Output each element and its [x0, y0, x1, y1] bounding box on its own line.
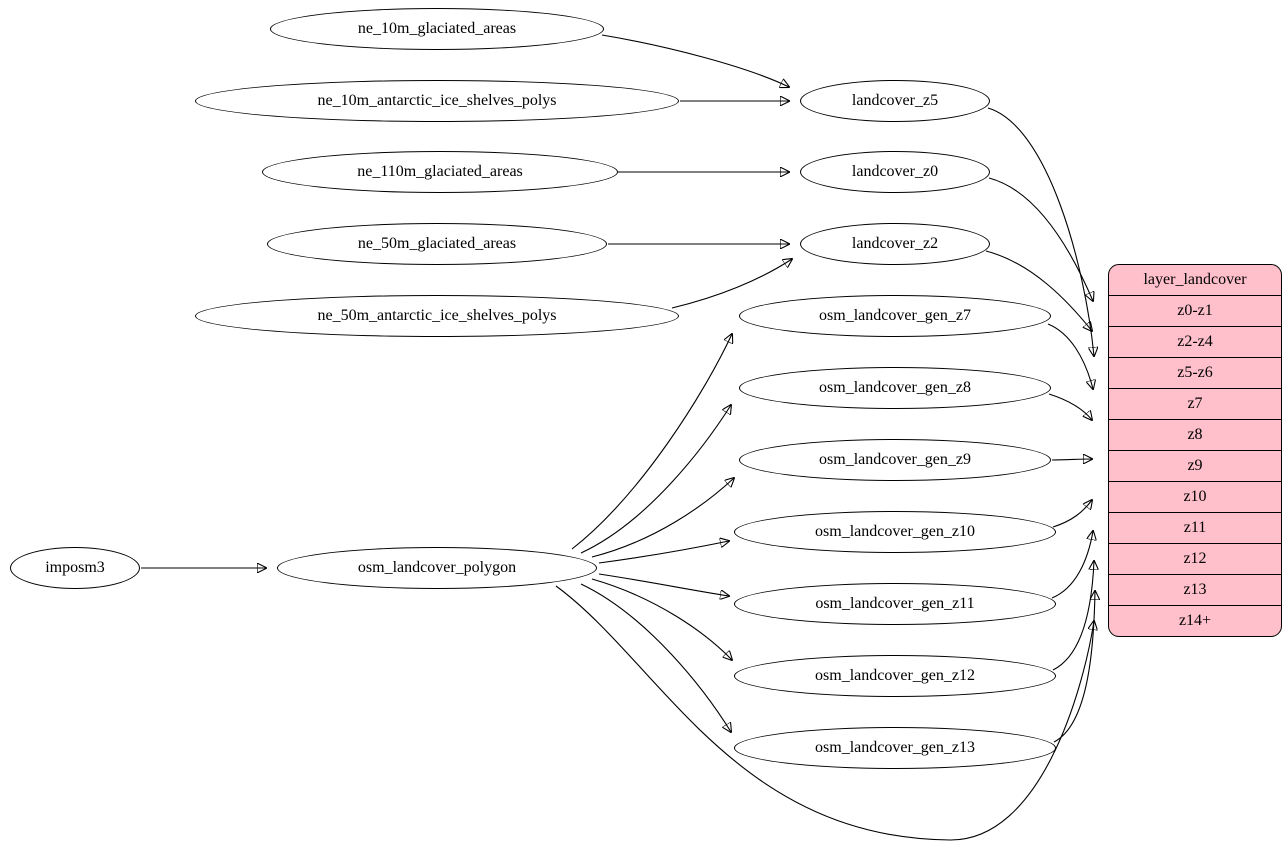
record-row-z2-z4: z2-z4	[1109, 326, 1281, 357]
node-osm-landcover-gen-z7: osm_landcover_gen_z7	[739, 295, 1051, 337]
node-label: ne_50m_antarctic_ice_shelves_polys	[317, 307, 557, 324]
node-osm-landcover-gen-z13: osm_landcover_gen_z13	[734, 727, 1056, 769]
node-label: ne_50m_glaciated_areas	[357, 235, 517, 252]
edge-gen-z12-to-row-z12	[1052, 561, 1094, 671]
record-row-z13: z13	[1109, 574, 1281, 605]
node-label: landcover_z0	[851, 163, 939, 180]
node-landcover-z2: landcover_z2	[800, 223, 990, 265]
node-label: osm_landcover_polygon	[357, 559, 517, 576]
edge-gen-z10-to-row-z10	[1052, 500, 1092, 528]
node-ne-50m-glaciated-areas: ne_50m_glaciated_areas	[267, 223, 607, 265]
node-ne-10m-antarctic-ice-shelves-polys: ne_10m_antarctic_ice_shelves_polys	[195, 80, 679, 122]
node-label: ne_110m_glaciated_areas	[357, 163, 523, 180]
edge-landcover-z0-to-row-z0-z1	[988, 177, 1093, 301]
node-label: osm_landcover_gen_z8	[819, 379, 971, 396]
edge-gen-z11-to-row-z11	[1051, 531, 1093, 599]
node-osm-landcover-gen-z10: osm_landcover_gen_z10	[734, 511, 1056, 553]
record-row-z11: z11	[1109, 512, 1281, 543]
layer-landcover-record: layer_landcover z0-z1 z2-z4 z5-z6 z7 z8 …	[1108, 264, 1282, 637]
record-title: layer_landcover	[1143, 271, 1247, 288]
node-label: ne_10m_antarctic_ice_shelves_polys	[317, 92, 557, 109]
node-ne-10m-glaciated-areas: ne_10m_glaciated_areas	[270, 8, 604, 50]
edge-polygon-to-gen-z8	[580, 405, 731, 554]
node-label: osm_landcover_gen_z7	[819, 307, 971, 324]
edge-polygon-to-gen-z11	[598, 573, 729, 596]
node-label: landcover_z5	[851, 92, 939, 109]
record-row-z8: z8	[1109, 419, 1281, 450]
node-label: ne_10m_glaciated_areas	[357, 20, 517, 37]
record-row-z9: z9	[1109, 450, 1281, 481]
edge-gen-z9-to-row-z9	[1051, 459, 1092, 460]
node-label: osm_landcover_gen_z12	[815, 667, 975, 684]
node-label: osm_landcover_gen_z11	[815, 595, 975, 612]
node-label: osm_landcover_gen_z13	[815, 739, 975, 756]
edge-gen-z7-to-row-z7	[1047, 323, 1093, 389]
record-row-z0-z1: z0-z1	[1109, 295, 1281, 326]
node-osm-landcover-polygon: osm_landcover_polygon	[277, 547, 597, 589]
edge-polygon-to-gen-z13	[580, 583, 731, 732]
node-label: osm_landcover_gen_z10	[815, 523, 975, 540]
record-row-z14plus: z14+	[1109, 605, 1281, 636]
edge-landcover-z5-to-row-z5-z6	[987, 107, 1094, 356]
edge-ne-50m-antarctic-ice-shelves-polys-to-landcover-z2	[671, 259, 792, 309]
edge-gen-z13-to-row-z13	[1053, 591, 1095, 743]
edge-polygon-to-gen-z12	[591, 578, 732, 660]
edge-polygon-to-gen-z10	[598, 541, 729, 564]
edge-landcover-z2-to-row-z2-z4	[985, 250, 1092, 331]
edge-ne-10m-glaciated-areas-to-landcover-z5	[601, 34, 789, 87]
edge-gen-z8-to-row-z8	[1048, 393, 1092, 420]
node-label: osm_landcover_gen_z9	[819, 451, 971, 468]
node-osm-landcover-gen-z11: osm_landcover_gen_z11	[734, 583, 1056, 625]
node-landcover-z5: landcover_z5	[800, 80, 990, 122]
node-label: imposm3	[45, 559, 105, 576]
record-row-z12: z12	[1109, 543, 1281, 574]
node-ne-50m-antarctic-ice-shelves-polys: ne_50m_antarctic_ice_shelves_polys	[195, 295, 679, 337]
node-label: landcover_z2	[851, 235, 939, 252]
edge-polygon-to-gen-z9	[591, 478, 734, 558]
edge-polygon-to-row-z14	[555, 585, 1094, 841]
node-osm-landcover-gen-z8: osm_landcover_gen_z8	[739, 367, 1051, 409]
record-row-z7: z7	[1109, 388, 1281, 419]
record-row-z5-z6: z5-z6	[1109, 357, 1281, 388]
node-osm-landcover-gen-z12: osm_landcover_gen_z12	[734, 655, 1056, 697]
edge-polygon-to-gen-z7	[571, 334, 732, 550]
node-osm-landcover-gen-z9: osm_landcover_gen_z9	[739, 439, 1051, 481]
node-landcover-z0: landcover_z0	[800, 151, 990, 193]
node-ne-110m-glaciated-areas: ne_110m_glaciated_areas	[262, 151, 618, 193]
record-row-z10: z10	[1109, 481, 1281, 512]
node-imposm3: imposm3	[10, 547, 140, 589]
